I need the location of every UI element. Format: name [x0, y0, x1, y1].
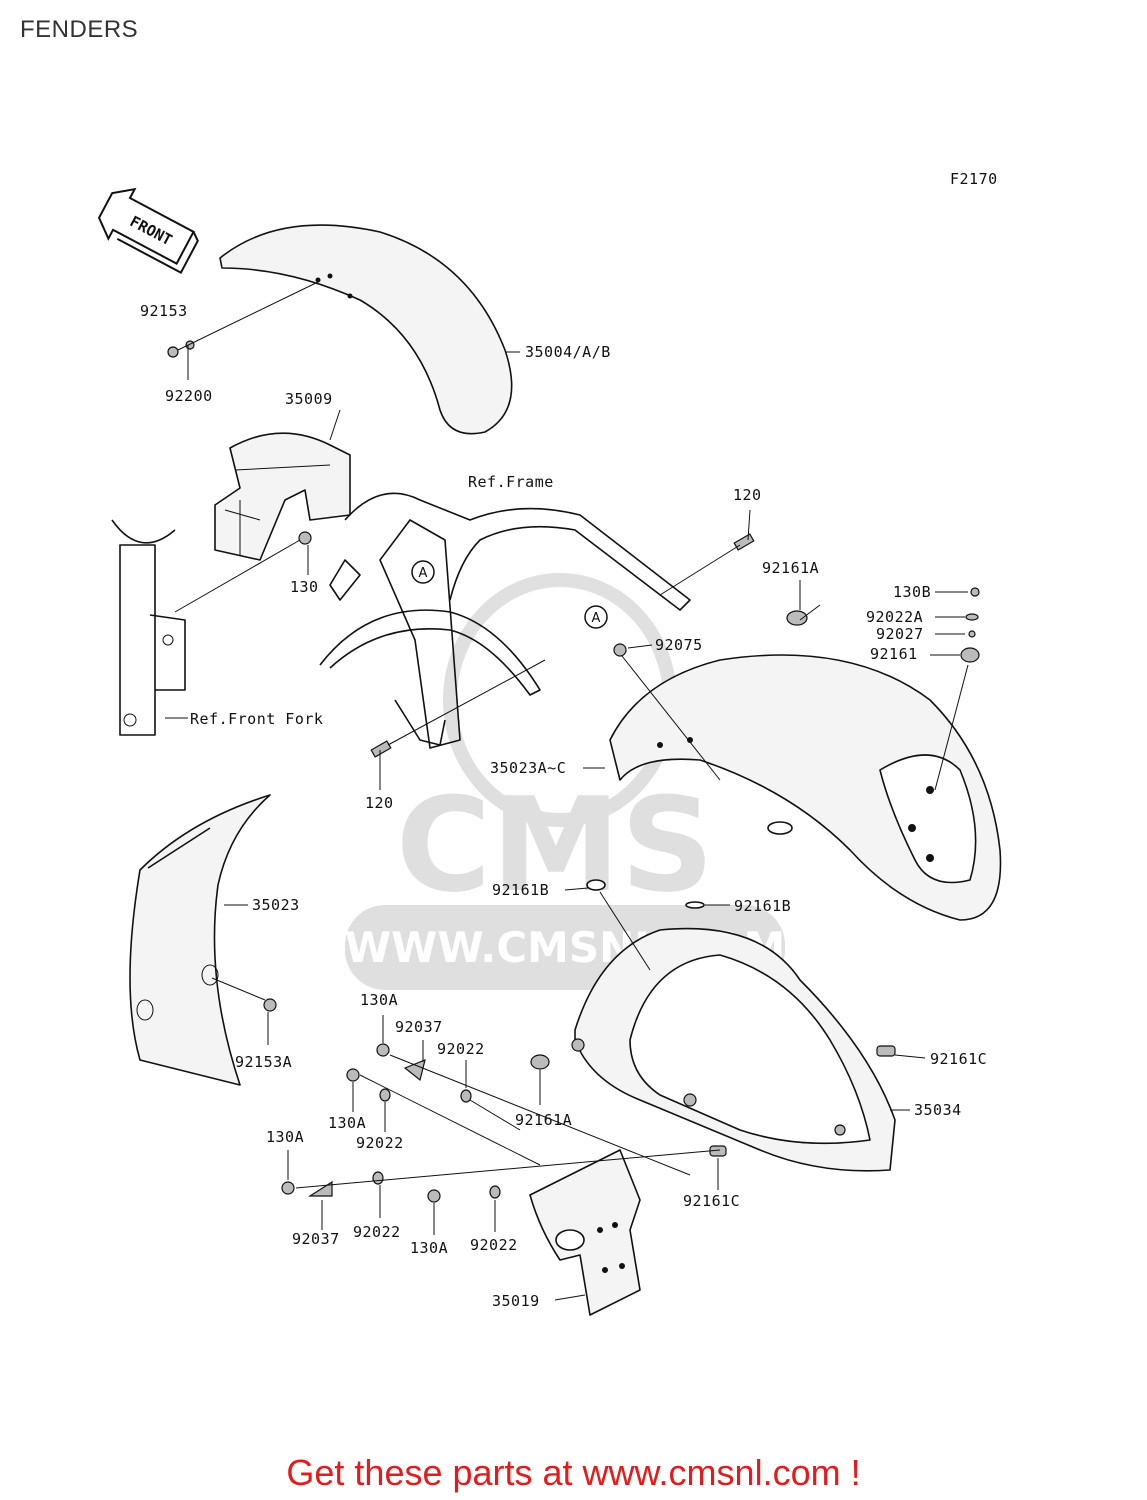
- frame-reference: [319, 492, 691, 749]
- figure-code: F2170: [950, 170, 998, 188]
- label-92161c-right: 92161C: [930, 1050, 987, 1068]
- label-92161: 92161: [870, 645, 918, 663]
- label-92037-1: 92037: [395, 1018, 443, 1036]
- front-fender: [219, 224, 513, 435]
- label-130a-1: 130A: [360, 991, 398, 1009]
- footer-cta: Get these parts at www.cmsnl.com !: [286, 1452, 861, 1493]
- label-120-top: 120: [733, 486, 762, 504]
- callout-a-frame: A: [411, 560, 435, 584]
- watermark: CMS WWW.CMSNL.COM: [345, 573, 785, 990]
- label-92022a: 92022A: [866, 608, 923, 626]
- watermark-logo: CMS: [396, 769, 714, 921]
- label-92200: 92200: [165, 387, 213, 405]
- label-35023: 35023: [252, 896, 300, 914]
- part-labels: 92153 92200 35004/A/B 35009 130 120 120 …: [140, 302, 987, 1310]
- label-ref-frame: Ref.Frame: [468, 473, 554, 491]
- label-130b: 130B: [893, 583, 931, 601]
- label-92161b-left: 92161B: [492, 881, 549, 899]
- label-92161c-bottom: 92161C: [683, 1192, 740, 1210]
- label-130a-4: 130A: [410, 1239, 448, 1257]
- front-fender-bracket: [214, 432, 351, 561]
- front-direction-arrow: FRONT: [97, 187, 199, 275]
- label-92022-1: 92022: [437, 1040, 485, 1058]
- label-130: 130: [290, 578, 319, 596]
- side-cover: [129, 794, 271, 1086]
- label-120-bottom: 120: [365, 794, 394, 812]
- label-92161a-top: 92161A: [762, 559, 819, 577]
- label-35023a: 35023A~C: [490, 759, 566, 777]
- label-35004: 35004/A/B: [525, 343, 611, 361]
- rear-fender: [609, 654, 1002, 921]
- label-35034: 35034: [914, 1101, 962, 1119]
- front-fork-reference: [111, 519, 186, 736]
- leader-lines: [165, 281, 969, 1301]
- label-92161b-right: 92161B: [734, 897, 791, 915]
- label-130a-2: 130A: [328, 1114, 366, 1132]
- label-92022-3: 92022: [353, 1223, 401, 1241]
- rear-fender-inner: [571, 927, 896, 1172]
- label-35009: 35009: [285, 390, 333, 408]
- label-35019: 35019: [492, 1292, 540, 1310]
- label-92022-4: 92022: [470, 1236, 518, 1254]
- license-bracket: [529, 1149, 641, 1316]
- label-92153: 92153: [140, 302, 188, 320]
- label-92161a-bottom: 92161A: [515, 1111, 572, 1129]
- callout-a-frame-letter: A: [419, 566, 428, 581]
- label-92022-2: 92022: [356, 1134, 404, 1152]
- label-92027: 92027: [876, 625, 924, 643]
- callout-a-fender: A: [584, 605, 608, 629]
- label-92075: 92075: [655, 636, 703, 654]
- label-92037-2: 92037: [292, 1230, 340, 1248]
- hardware: [167, 340, 980, 1203]
- label-ref-front-fork: Ref.Front Fork: [190, 710, 323, 728]
- label-130a-3: 130A: [266, 1128, 304, 1146]
- label-92153a: 92153A: [235, 1053, 292, 1071]
- page-title: FENDERS: [20, 16, 139, 43]
- callout-a-fender-letter: A: [592, 611, 601, 626]
